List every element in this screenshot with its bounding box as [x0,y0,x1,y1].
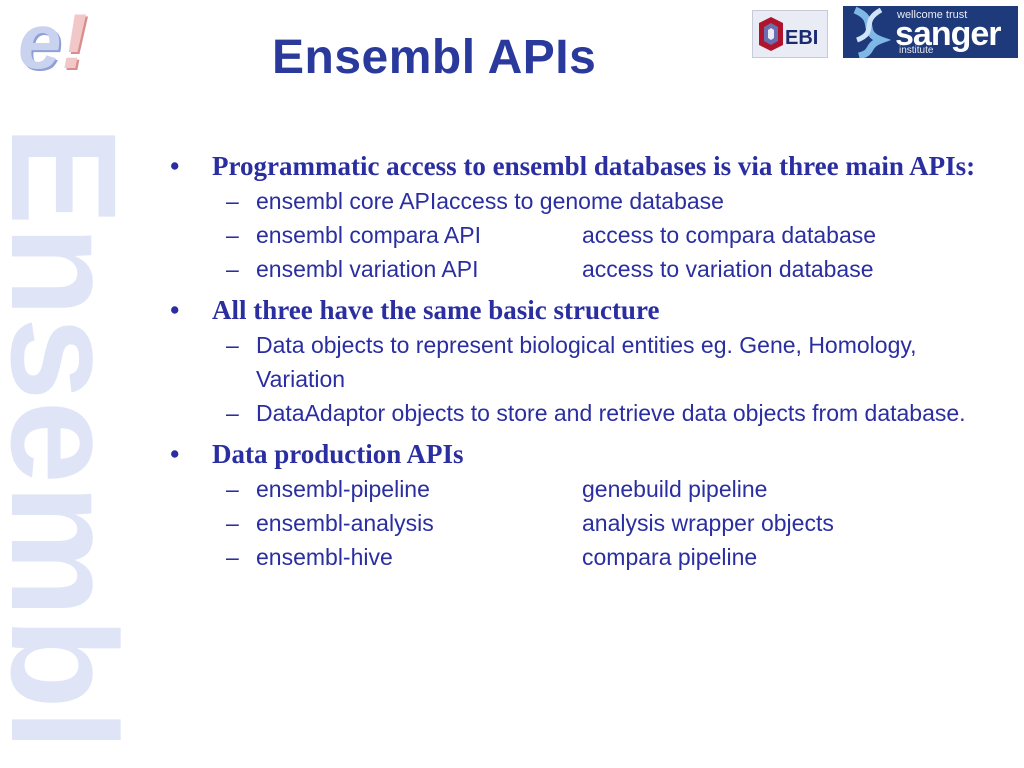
dash-marker: – [226,188,239,214]
sub-bullet-2-2: – DataAdaptor objects to store and retri… [170,396,1010,430]
bullet-marker: • [170,151,180,181]
sub-bullet-2-2-a: DataAdaptor objects to store and retriev… [256,400,966,426]
dash-marker: – [226,544,239,570]
sub-bullet-1-3: – ensembl variation API access to variat… [170,252,1010,286]
sub-bullet-3-2-b: analysis wrapper objects [582,510,834,536]
sanger-logo: wellcome trust sanger institute [843,6,1018,58]
bullet-2-text: All three have the same basic structure [212,295,660,325]
sub-bullet-3-2: – ensembl-analysis analysis wrapper obje… [170,506,1010,540]
sub-bullet-1-3-b: access to variation database [582,256,874,282]
sub-bullet-3-3-a: ensembl-hive [256,544,393,570]
bullet-marker: • [170,439,180,469]
sanger-main-text: sanger [895,15,1001,53]
sanger-top-text: wellcome trust [897,9,968,21]
bullet-3: • Data production APIs [170,436,1010,472]
dash-marker: – [226,332,239,358]
sub-bullet-1-2-a: ensembl compara API [256,222,482,248]
sub-bullet-2-1-a: Data objects to represent biological ent… [256,332,917,392]
watermark-text: Ensembl [4,125,144,750]
ensembl-e-logo: e! [18,0,88,85]
bullet-3-text: Data production APIs [212,439,464,469]
sub-bullet-1-1-a: ensembl core API [256,188,437,214]
sub-bullet-2-1: – Data objects to represent biological e… [170,328,1010,396]
dash-marker: – [226,400,239,426]
sub-bullet-1-2: – ensembl compara API access to compara … [170,218,1010,252]
side-watermark: e! Ensembl [0,0,160,768]
dash-marker: – [226,222,239,248]
bullet-list: • Programmatic access to ensembl databas… [170,148,1010,574]
sub-bullet-3-1: – ensembl-pipeline genebuild pipeline [170,472,1010,506]
sub-bullet-3-1-b: genebuild pipeline [582,476,768,502]
bullet-marker: • [170,295,180,325]
sub-bullet-3-2-a: ensembl-analysis [256,510,434,536]
sub-bullet-1-2-b: access to compara database [582,222,877,248]
bullet-1-text: Programmatic access to ensembl databases… [212,151,976,181]
ebi-logo: EBI [752,10,828,58]
dash-marker: – [226,476,239,502]
sub-bullet-1-1-b: access to genome database [436,188,724,214]
bullet-1: • Programmatic access to ensembl databas… [170,148,1010,184]
sub-bullet-1-3-a: ensembl variation API [256,256,479,282]
dash-marker: – [226,510,239,536]
slide-title: Ensembl APIs [272,31,597,84]
bullet-2: • All three have the same basic structur… [170,292,1010,328]
sanger-bottom-text: institute [899,45,934,56]
sub-bullet-1-1: – ensembl core APIaccess to genome datab… [170,184,1010,218]
ensembl-vertical-watermark: Ensembl [0,118,148,758]
sub-bullet-3-1-a: ensembl-pipeline [256,476,430,502]
sub-bullet-3-3: – ensembl-hive compara pipeline [170,540,1010,574]
dash-marker: – [226,256,239,282]
ebi-logo-text: EBI [785,27,818,49]
sub-bullet-3-3-b: compara pipeline [582,544,758,570]
